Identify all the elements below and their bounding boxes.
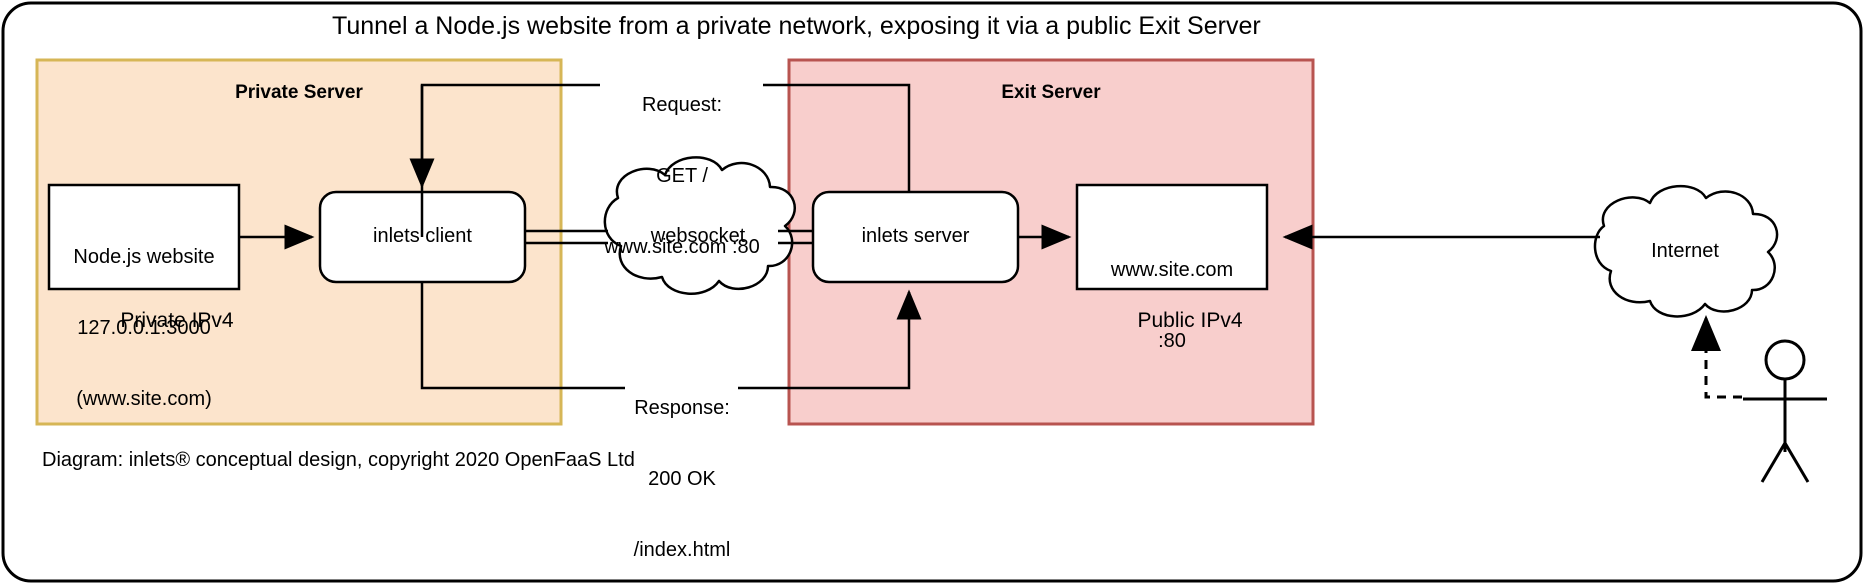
inlets-server-box [811, 190, 1020, 284]
user-actor-figure [1743, 339, 1827, 483]
link-client-to-websocket [525, 229, 608, 245]
link-websocket-to-server [778, 229, 813, 245]
site-endpoint-box [1075, 183, 1269, 291]
response-flow-left [420, 282, 625, 390]
nodejs-website-box [47, 183, 241, 291]
arrow-user-to-internet [1691, 315, 1742, 399]
internet-cloud-shape [1593, 184, 1779, 318]
request-flow-right [763, 83, 911, 192]
websocket-cloud-shape [603, 156, 796, 295]
response-flow-right [738, 289, 922, 390]
